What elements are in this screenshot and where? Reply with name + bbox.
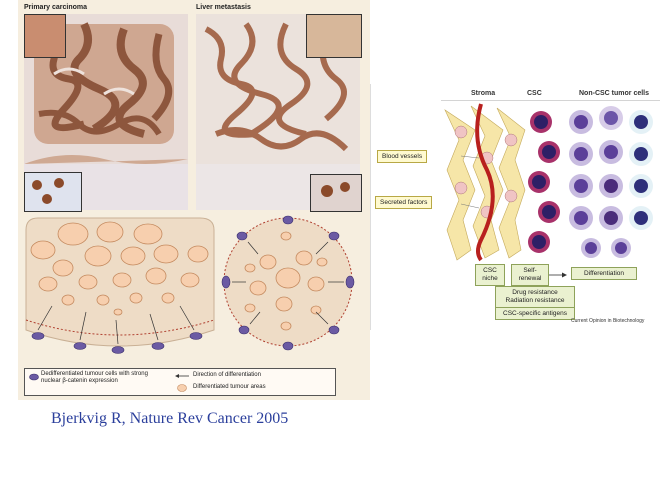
legend-diff-areas-text: Differentiated tumour areas bbox=[193, 384, 266, 390]
box-differentiation: Differentiation bbox=[571, 267, 637, 280]
metastasis-inset-bottom bbox=[310, 174, 362, 212]
metastasis-inset-top bbox=[306, 14, 362, 58]
primary-carcinoma-micrograph bbox=[24, 14, 188, 210]
legend-direction-text: Direction of differentiation bbox=[193, 372, 261, 378]
label-primary-carcinoma: Primary carcinoma bbox=[24, 4, 88, 11]
right-figure-panel: Stroma CSC Non-CSC tumor cells bbox=[370, 84, 660, 330]
metastasis-schematic bbox=[221, 215, 355, 351]
legend-dediff-text: Dedifferentiated tumour cells with stron… bbox=[41, 371, 148, 384]
header-stroma: Stroma bbox=[471, 90, 496, 97]
dediff-cell-icon bbox=[29, 373, 39, 381]
callout-secreted-factors: Secreted factors bbox=[375, 196, 433, 209]
header-csc: CSC bbox=[527, 90, 542, 97]
non-csc-cells bbox=[569, 106, 653, 258]
direction-arrow-icon bbox=[175, 374, 189, 378]
blood-vessel bbox=[475, 103, 495, 262]
arrow-to-differentiation-icon bbox=[549, 272, 567, 278]
diff-area-icon bbox=[177, 384, 187, 392]
label-liver-metastasis: Liver metastasis bbox=[196, 4, 251, 11]
citation-caption: Bjerkvig R, Nature Rev Cancer 2005 bbox=[51, 410, 289, 427]
primary-inset-top bbox=[24, 14, 66, 58]
callout-blood-vessels: Blood vessels bbox=[377, 150, 428, 163]
primary-schematic bbox=[25, 217, 215, 354]
csc-niche-illustration bbox=[441, 100, 660, 262]
box-csc-antigens: CSC-specific antigens bbox=[495, 307, 575, 320]
header-non-csc: Non-CSC tumor cells bbox=[579, 90, 650, 97]
box-resistance: Drug resistance Radiation resistance bbox=[495, 286, 575, 308]
radiation-resistance-text: Radiation resistance bbox=[505, 297, 565, 304]
primary-inset-bottom bbox=[24, 172, 82, 212]
drug-resistance-text: Drug resistance bbox=[512, 289, 558, 296]
journal-credit: Current Opinion in Biotechnology bbox=[571, 318, 645, 324]
left-figure-legend: Dedifferentiated tumour cells with stron… bbox=[24, 368, 336, 396]
tumour-schematics bbox=[25, 215, 355, 354]
box-self-renewal: Self-renewal bbox=[511, 264, 549, 286]
box-csc-niche: CSC niche bbox=[475, 264, 505, 286]
csc-cells bbox=[528, 111, 560, 253]
